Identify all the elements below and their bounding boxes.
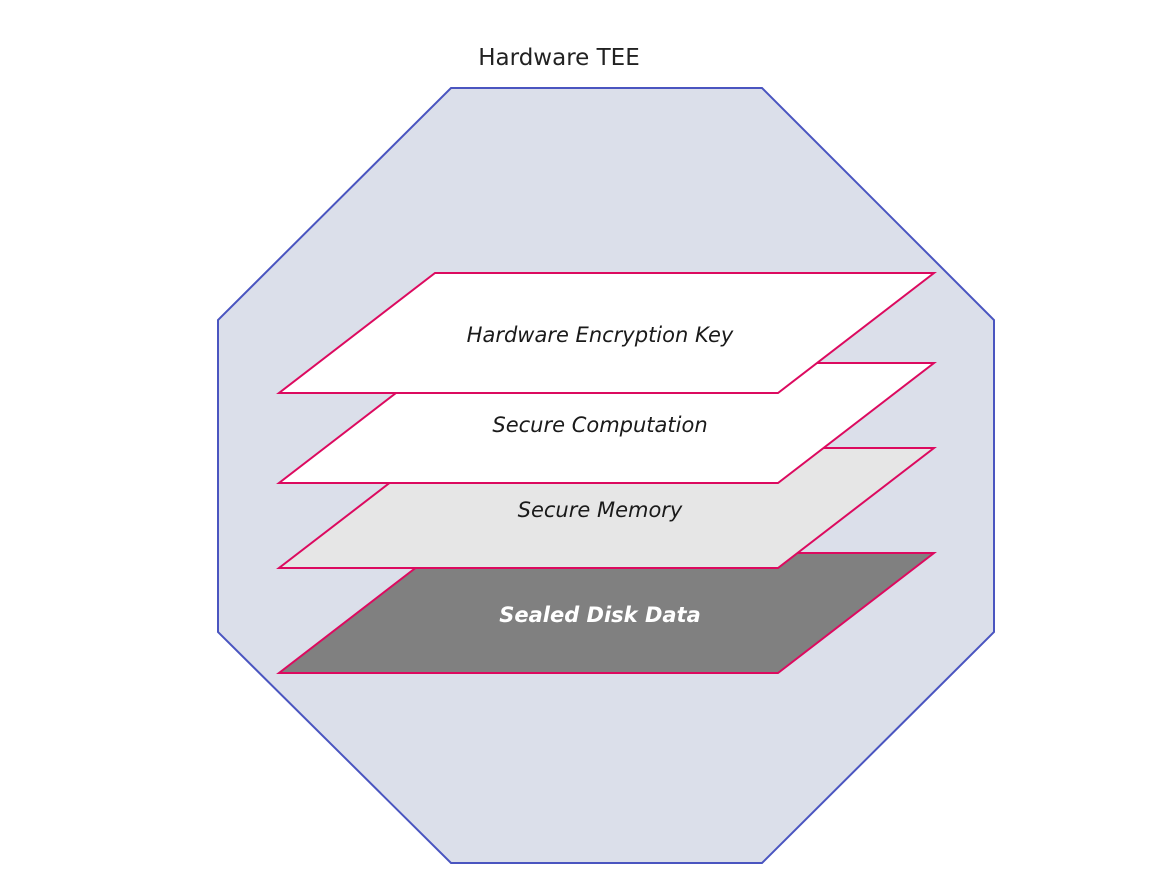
layer-label: Secure Computation [492,413,707,437]
layer-label: Sealed Disk Data [499,603,701,627]
layer-label: Hardware Encryption Key [467,323,734,347]
layer-label: Secure Memory [518,498,683,522]
layer-hardware-encryption-key: Hardware Encryption Key [276,272,937,394]
layer-plane [276,272,937,394]
diagram-title: Hardware TEE [478,45,639,71]
